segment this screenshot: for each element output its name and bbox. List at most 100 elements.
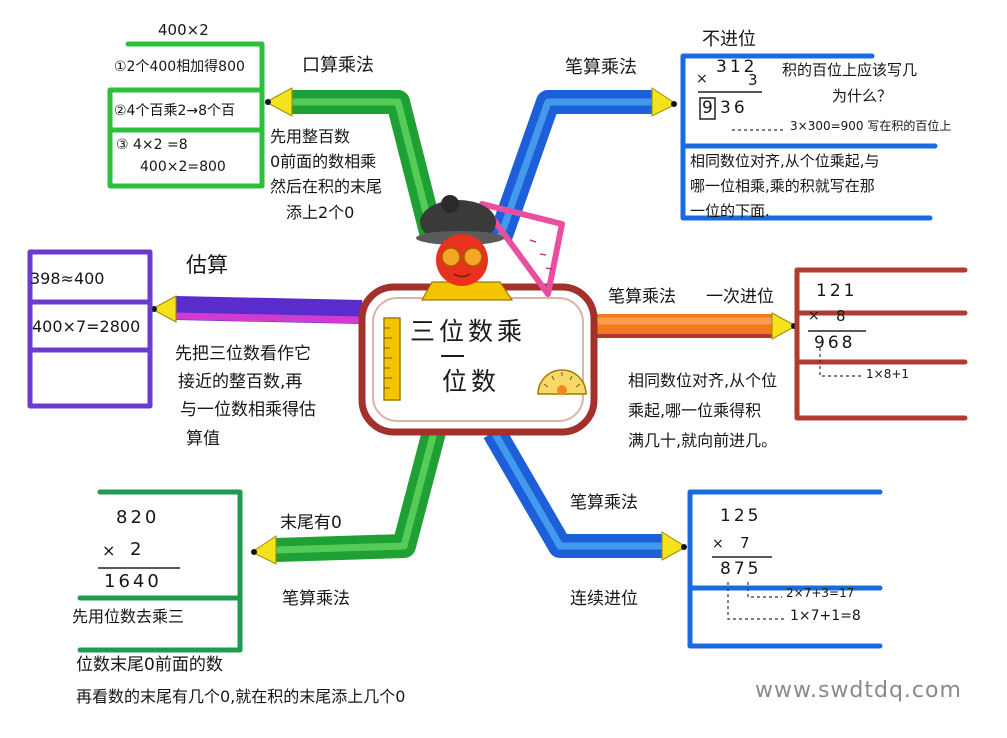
no-carry-question-2: 为什么？ — [832, 87, 893, 105]
pencil-point — [265, 99, 271, 105]
single-carry-title: 一次进位 — [706, 287, 774, 307]
branch-oral-highlight — [292, 98, 436, 237]
no-carry-rule-line-2: 哪一位相乘,乘的积就写在那 — [690, 177, 875, 195]
character-glasses-left — [441, 247, 461, 267]
no-carry-box — [680, 53, 938, 221]
oral-example: 400×2 — [158, 21, 209, 39]
trailing-zero-label: 笔算乘法 — [282, 589, 350, 609]
estimate-label: 估算 — [186, 253, 228, 277]
continuous-carry-box — [687, 489, 883, 649]
no-carry-calc-sign: × — [696, 71, 711, 87]
protractor-icon — [537, 369, 587, 395]
estimate-box — [27, 249, 153, 409]
pencil-tip — [771, 312, 798, 340]
oral-rule-line-4: 添上2个0 — [286, 203, 355, 222]
continuous-carry-dashed-guide-2 — [727, 582, 786, 620]
estimate-rule-line-1: 先把三位数看作它 — [175, 344, 311, 364]
trailing-zero-title: 末尾有0 — [280, 513, 342, 533]
single-carry-dashed-guide — [819, 348, 862, 377]
oral-box — [107, 41, 265, 189]
estimate-step-1: 398≈400 — [30, 269, 105, 288]
estimate-rule-line-4: 算值 — [186, 429, 220, 449]
trailing-zero-calc-top: 820 — [116, 507, 160, 528]
branch-continuous-carry-highlight — [490, 430, 662, 550]
estimate-rule-line-3: 与一位数相乘得估 — [180, 400, 316, 420]
triangle-ruler-icon — [479, 201, 565, 297]
no-carry-title: 不进位 — [702, 29, 756, 50]
trailing-zero-box — [77, 489, 243, 653]
single-carry-calc-result: 968 — [814, 333, 856, 353]
branch-single-carry — [588, 312, 798, 340]
no-carry-question-1: 积的百位上应该写几 — [782, 61, 918, 79]
branch-continuous-carry — [483, 425, 687, 561]
continuous-carry-title: 连续进位 — [570, 589, 638, 609]
single-carry-calc-bottom: 8 — [836, 307, 849, 325]
trailing-zero-calc-sign: × — [102, 541, 119, 560]
trailing-zero-calc-result: 1640 — [104, 571, 162, 592]
character-hat-top — [441, 195, 459, 213]
single-carry-rule-line-3: 满几十,就向前进几。 — [628, 431, 778, 450]
oral-label: 口算乘法 — [302, 55, 374, 76]
no-carry-result-box — [699, 97, 716, 120]
trailing-zero-rule-line-1: 先用位数去乘三 — [72, 607, 185, 626]
oral-step-4: 400×2=800 — [140, 159, 226, 175]
no-carry-calc-bottom: 3 — [748, 71, 761, 89]
pencil-point — [681, 544, 687, 550]
pencil-tip — [651, 87, 677, 117]
branch-no-carry — [488, 87, 677, 242]
character-glasses-right — [463, 247, 483, 267]
no-carry-calc-top: 312 — [716, 57, 758, 77]
single-carry-label: 笔算乘法 — [608, 287, 676, 307]
continuous-carry-calc-sign: × — [712, 536, 727, 552]
single-carry-calc-top: 121 — [816, 281, 858, 301]
estimate-rule-line-2: 接近的整百数,再 — [178, 372, 303, 392]
single-carry-rule-line-1: 相同数位对齐,从个位 — [628, 371, 778, 390]
oral-rule-line-2: 0前面的数相乘 — [270, 152, 377, 171]
no-carry-result-hundreds: 9 — [702, 98, 716, 118]
no-carry-rule-line-1: 相同数位对齐,从个位乘起,与 — [690, 152, 880, 170]
no-carry-answer: 3×300=900 写在积的百位上 — [790, 119, 952, 133]
branch-estimate — [150, 295, 363, 324]
no-carry-label: 笔算乘法 — [565, 57, 637, 78]
trailing-zero-rule-line-3: 再看数的末尾有几个0,就在积的末尾添上几个0 — [76, 687, 406, 706]
single-carry-calc-sign: × — [808, 308, 823, 324]
pencil-tip — [264, 87, 293, 117]
continuous-carry-label: 笔算乘法 — [570, 493, 638, 513]
branch-estimate-magenta — [175, 312, 363, 324]
pencil-tip — [661, 531, 687, 561]
branch-no-carry-highlight — [496, 98, 652, 240]
estimate-step-2: 400×7=2800 — [32, 317, 141, 336]
watermark: www.swdtdq.com — [755, 678, 962, 703]
trailing-zero-rule-line-2: 位数末尾0前面的数 — [76, 655, 223, 675]
center-title-line-3: 位数 — [442, 367, 501, 396]
no-carry-rule-line-3: 一位的下面. — [690, 202, 770, 220]
center-title-line-2: 一 — [440, 343, 470, 372]
oral-step-2: ②4个百乘2→8个百 — [114, 103, 236, 119]
continuous-carry-calc-note-2: 1×7+1=8 — [790, 608, 861, 624]
continuous-carry-dashed-guide-1 — [747, 582, 782, 598]
branch-trailing-zero — [251, 428, 446, 565]
oral-rule-line-3: 然后在积的末尾 — [270, 177, 383, 196]
character-face — [436, 234, 488, 286]
character-body — [420, 281, 514, 301]
continuous-carry-calc-top: 125 — [720, 506, 762, 526]
no-carry-result-rest: 36 — [720, 98, 748, 118]
branch-estimate-stroke — [175, 296, 363, 324]
continuous-carry-calc-result: 875 — [720, 559, 762, 579]
pencil-tip — [251, 535, 277, 565]
single-carry-box — [794, 267, 968, 421]
pencil-point — [671, 101, 677, 107]
single-carry-calc-note: 1×8+1 — [866, 367, 910, 381]
pencil-point — [251, 549, 257, 555]
teacher-character-icon — [416, 195, 565, 301]
center-title-line-1: 三位数乘 — [410, 317, 527, 346]
single-carry-rule-line-2: 乘起,哪一位乘得积 — [628, 401, 762, 420]
ruler-icon — [383, 317, 401, 401]
oral-step-1: ①2个400相加得800 — [114, 59, 245, 75]
oral-step-3: ③ 4×2 =8 — [116, 137, 188, 153]
continuous-carry-calc-bottom: 7 — [740, 534, 753, 552]
center-topic-frame — [358, 283, 598, 436]
continuous-carry-calc-note-1: 2×7+3=17 — [786, 586, 855, 600]
branch-trailing-zero-highlight — [275, 431, 438, 554]
